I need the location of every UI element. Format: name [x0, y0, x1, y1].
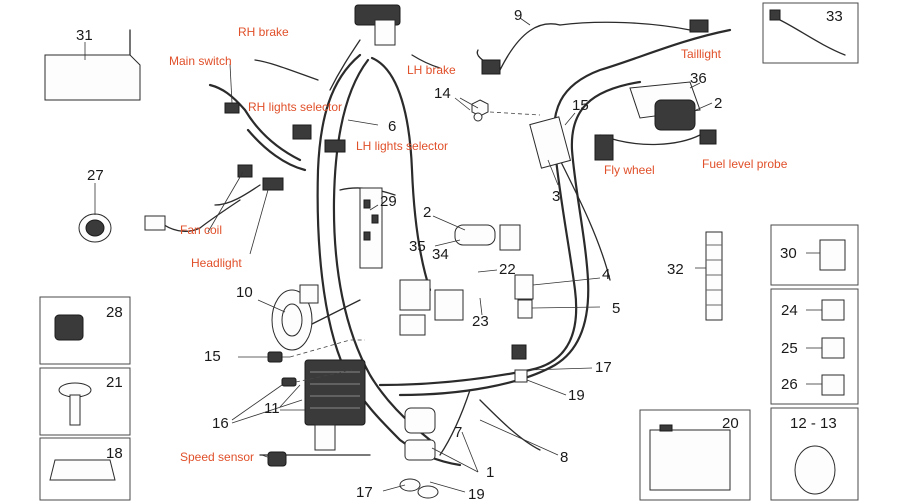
callout-4: 4 [602, 266, 610, 283]
part-fuel-pump-unit [629, 81, 701, 131]
callout-28: 28 [106, 304, 123, 321]
callout-21: 21 [106, 374, 123, 391]
inset-18-box [39, 437, 131, 501]
part-switch-connectors [144, 19, 717, 231]
part-circuit-board [359, 187, 383, 269]
callout-19-right: 19 [568, 387, 585, 404]
part-starter-relay-stack [399, 407, 439, 499]
callout-11: 11 [264, 400, 280, 417]
callout-15-left: 15 [204, 348, 221, 365]
callout-5: 5 [612, 300, 620, 317]
part-ecu [529, 116, 572, 169]
part-number-callouts: 31 33 9 36 2 14 15 6 3 27 29 2 35 34 22 … [76, 7, 843, 503]
leader-lines [84, 17, 822, 493]
callout-9: 9 [514, 7, 522, 24]
inset-20-box [639, 409, 751, 501]
callout-20: 20 [722, 415, 739, 432]
callout-19-bottom: 19 [468, 486, 485, 503]
inset-21-box [39, 367, 131, 436]
part-speed-sensor [267, 451, 287, 467]
callout-2-mid: 2 [423, 204, 431, 221]
inset-28-box [39, 296, 131, 365]
callout-22: 22 [499, 261, 516, 278]
callout-3: 3 [552, 188, 560, 205]
part-horn [271, 284, 319, 351]
part-regulator [304, 359, 366, 426]
callout-10: 10 [236, 284, 253, 301]
callout-26: 26 [781, 376, 798, 393]
label-fly-wheel: Fly wheel [604, 163, 655, 177]
label-rh-brake: RH brake [238, 25, 289, 39]
callout-36: 36 [690, 70, 707, 87]
inset-30-box [770, 224, 859, 286]
label-lh-lights-selector: LH lights selector [356, 139, 448, 153]
inset-1213-box [770, 407, 859, 501]
callout-29: 29 [380, 193, 397, 210]
part-connector-17 [511, 344, 528, 383]
callout-14: 14 [434, 85, 451, 102]
callout-17-right: 17 [595, 359, 612, 376]
callout-1: 1 [486, 464, 494, 481]
callout-35: 35 [409, 238, 426, 255]
callout-34: 34 [432, 246, 449, 263]
callout-8: 8 [560, 449, 568, 466]
label-fan-coil: Fan coil [180, 223, 222, 237]
part-coil [454, 224, 521, 251]
label-main-switch: Main switch [169, 54, 232, 68]
callout-18: 18 [106, 445, 123, 462]
part-32-spring [705, 231, 723, 321]
part-ignition-connector [354, 4, 401, 46]
callout-7: 7 [454, 424, 462, 441]
inset-27 [78, 213, 112, 243]
callout-16: 16 [212, 415, 229, 432]
callout-30: 30 [780, 245, 797, 262]
label-speed-sensor: Speed sensor [180, 450, 254, 464]
main-harness [159, 21, 732, 467]
component-labels: RH brake Main switch LH brake Taillight … [169, 25, 788, 464]
inset-fuses-box [770, 288, 859, 405]
callout-25: 25 [781, 340, 798, 357]
label-taillight: Taillight [681, 47, 722, 61]
label-headlight: Headlight [191, 256, 242, 270]
label-rh-lights-selector: RH lights selector [248, 100, 342, 114]
label-fuel-level-probe: Fuel level probe [702, 157, 788, 171]
part-fuse-connector-block [314, 424, 336, 451]
part-connector-4 [514, 274, 534, 319]
callout-17-bottom: 17 [356, 484, 373, 501]
callout-33: 33 [826, 8, 843, 25]
callout-12-13: 12 - 13 [790, 415, 837, 432]
callout-23: 23 [472, 313, 489, 330]
callout-32: 32 [667, 261, 684, 278]
label-lh-brake: LH brake [407, 63, 456, 77]
callout-2-top: 2 [714, 95, 722, 112]
inset-31 [44, 29, 141, 101]
callout-27: 27 [87, 167, 104, 184]
callout-15-top: 15 [572, 97, 589, 114]
callout-24: 24 [781, 302, 798, 319]
dashed-reference-lines [289, 111, 541, 383]
inset-33-box [762, 2, 859, 64]
part-relay-box [399, 279, 464, 336]
callout-31: 31 [76, 27, 93, 44]
callout-6: 6 [388, 118, 396, 135]
